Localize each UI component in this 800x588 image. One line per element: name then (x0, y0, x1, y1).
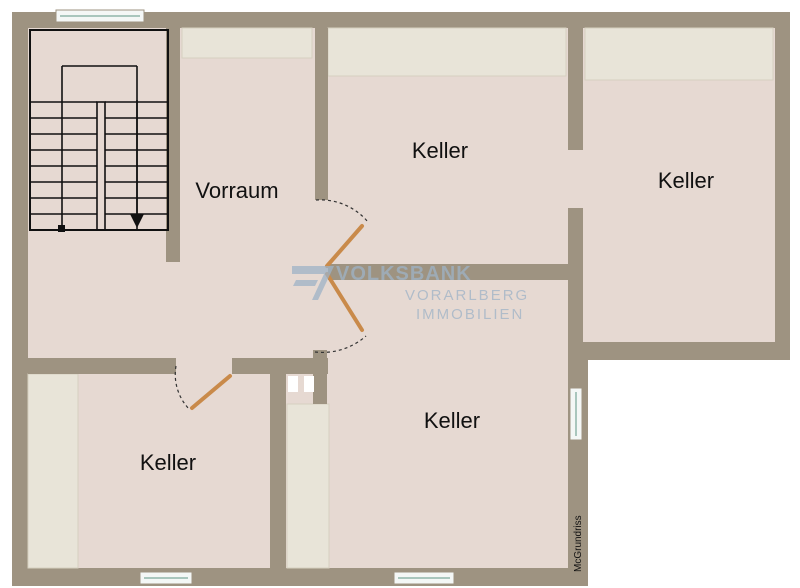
room-label-keller-top-middle: Keller (412, 138, 468, 163)
credit-text: McGrundriss (573, 515, 584, 572)
watermark-line3: IMMOBILIEN (416, 306, 524, 323)
volksbank-watermark-logo: VOLKSBANK VORARLBERG IMMOBILIEN (292, 263, 529, 323)
stair-start-marker (58, 225, 65, 232)
staircase (29, 29, 169, 232)
room-label-keller-bottom-middle: Keller (424, 408, 480, 433)
interior-walls (28, 28, 583, 568)
room-label-keller-bottom-left: Keller (140, 450, 196, 475)
doors (174, 199, 369, 411)
floors (28, 28, 775, 568)
room-label-keller-top-right: Keller (658, 168, 714, 193)
windows (55, 9, 583, 585)
room-label-vorraum: Vorraum (195, 178, 278, 203)
cabinets (27, 27, 774, 569)
watermark-line2: VORARLBERG (405, 287, 529, 304)
watermark-line1: VOLKSBANK (336, 263, 472, 285)
chimney-shaft (288, 376, 314, 392)
stair-direction-arrow (130, 214, 144, 228)
